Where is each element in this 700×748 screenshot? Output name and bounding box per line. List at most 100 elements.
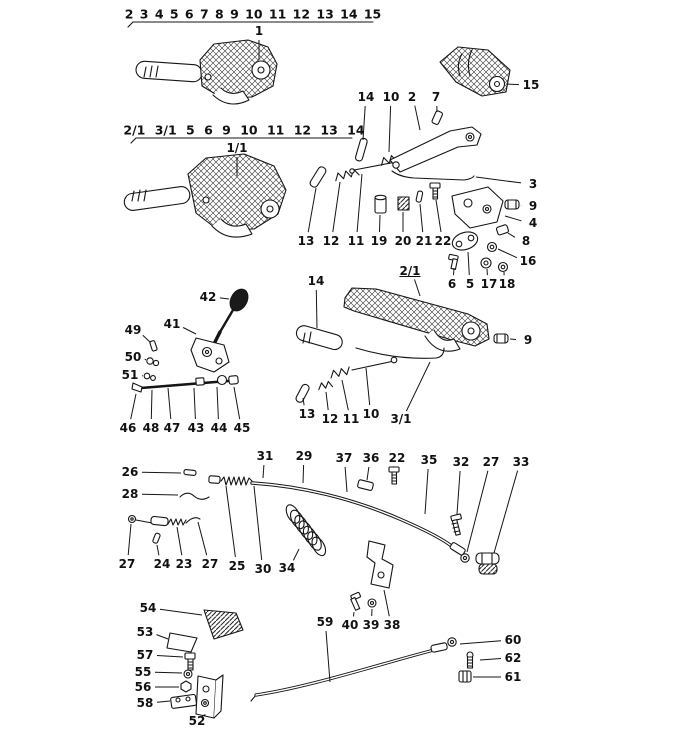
part-callout-20: 20 [394, 234, 412, 248]
part-callout-43: 43 [187, 421, 205, 435]
part-callout-13: 13 [297, 234, 315, 248]
part-callout-50: 50 [124, 350, 142, 364]
part-callout-60: 60 [504, 633, 522, 647]
part-callout-16: 16 [519, 254, 537, 268]
part-callout-11: 11 [342, 412, 360, 426]
grip-part-15 [439, 46, 511, 97]
part-callout-26: 26 [121, 465, 139, 479]
handbrake-lever-assembly-1-1 [123, 153, 287, 238]
clamp-38 [366, 540, 394, 589]
part-callout-3-1: 3/1 [390, 412, 412, 426]
part-callout-45: 45 [233, 421, 251, 435]
grommet-33 [475, 552, 500, 575]
handbrake-lever-assembly-2-1 [295, 287, 509, 403]
part-callout-55: 55 [134, 665, 152, 679]
part-callout-27: 27 [482, 455, 500, 469]
part-callout-44: 44 [210, 421, 228, 435]
part-callout-23: 23 [175, 557, 193, 571]
part-callout-21: 21 [415, 234, 433, 248]
part-callout-54: 54 [139, 601, 157, 615]
spring-34 [285, 504, 327, 557]
part-callout-9: 9 [523, 333, 533, 347]
index-underline-top [127, 21, 374, 28]
part-callout-57: 57 [136, 648, 154, 662]
part-callout-24: 24 [153, 557, 171, 571]
bracket-4 [451, 186, 504, 229]
part-callout-10: 10 [382, 90, 400, 104]
handbrake-lever-assembly-1 [135, 39, 278, 105]
part-callout-56: 56 [134, 680, 152, 694]
part-callout-11: 11 [347, 234, 365, 248]
part-callout-37: 37 [335, 451, 353, 465]
part-callout-4: 4 [528, 216, 538, 230]
part-callout-1: 1 [254, 24, 264, 38]
part-callout-30: 30 [254, 562, 272, 576]
part-callout-14: 14 [357, 90, 375, 104]
index-row-top: 2 3 4 5 6 7 8 9 10 11 12 13 14 15 [124, 6, 382, 22]
ratchet-parts-cluster [309, 110, 520, 273]
index-underline-variant [130, 137, 353, 144]
bolt-32 [450, 513, 462, 536]
part-callout-22: 22 [434, 234, 452, 248]
part-callout-18: 18 [498, 277, 516, 291]
bolt-62 [466, 651, 474, 669]
part-callout-15: 15 [522, 78, 540, 92]
part-callout-35: 35 [420, 453, 438, 467]
part-callout-59: 59 [316, 615, 334, 629]
part-callout-17: 17 [480, 277, 498, 291]
part-callout-13: 13 [298, 407, 316, 421]
part-callout-28: 28 [121, 487, 139, 501]
part-callout-25: 25 [228, 559, 246, 573]
part-callout-33: 33 [512, 455, 530, 469]
part-callout-48: 48 [142, 421, 160, 435]
part-callout-3: 3 [528, 177, 538, 191]
part-callout-36: 36 [362, 451, 380, 465]
pawl-lever-2 [389, 126, 482, 173]
part-callout-14: 14 [307, 274, 325, 288]
part-callout-12: 12 [321, 412, 339, 426]
part-callout-27: 27 [201, 557, 219, 571]
part-callout-7: 7 [431, 90, 441, 104]
part-callout-31: 31 [256, 449, 274, 463]
part-callout-8: 8 [521, 234, 531, 248]
bracket-52 [195, 674, 224, 719]
part-callout-2-1: 2/1 [399, 264, 421, 278]
part-callout-12: 12 [322, 234, 340, 248]
part-callout-9: 9 [528, 199, 538, 213]
part-callout-39: 39 [362, 618, 380, 632]
part-callout-27: 27 [118, 557, 136, 571]
part-callout-58: 58 [136, 696, 154, 710]
part-callout-32: 32 [452, 455, 470, 469]
part-callout-40: 40 [341, 618, 359, 632]
part-callout-2: 2 [407, 90, 417, 104]
part-callout-5: 5 [465, 277, 475, 291]
equalizer-lever-assembly [131, 288, 249, 393]
part-callout-46: 46 [119, 421, 137, 435]
pedal-rod-assembly [166, 609, 474, 719]
index-row-variant: 2/1 3/1 5 6 9 10 11 12 13 14 [123, 122, 365, 138]
part-callout-19: 19 [370, 234, 388, 248]
bolt-22 [429, 182, 441, 200]
part-callout-61: 61 [504, 670, 522, 684]
part-callout-29: 29 [295, 449, 313, 463]
part-callout-51: 51 [121, 368, 139, 382]
bolt-22b [388, 466, 400, 485]
part-callout-53: 53 [136, 625, 154, 639]
part-callout-49: 49 [124, 323, 142, 337]
part-callout-52: 52 [188, 714, 206, 728]
part-callout-62: 62 [504, 651, 522, 665]
part-callout-1-1: 1/1 [226, 141, 248, 155]
part-callout-6: 6 [447, 277, 457, 291]
part-callout-38: 38 [383, 618, 401, 632]
bolt-57 [184, 652, 196, 671]
part-callout-42: 42 [199, 290, 217, 304]
part-callout-10: 10 [362, 407, 380, 421]
bolt-40 [350, 591, 362, 611]
brake-cable-assembly [127, 466, 500, 611]
bolt-6 [448, 253, 459, 270]
part-callout-47: 47 [163, 421, 181, 435]
part-callout-34: 34 [278, 561, 296, 575]
part-callout-22: 22 [388, 451, 406, 465]
